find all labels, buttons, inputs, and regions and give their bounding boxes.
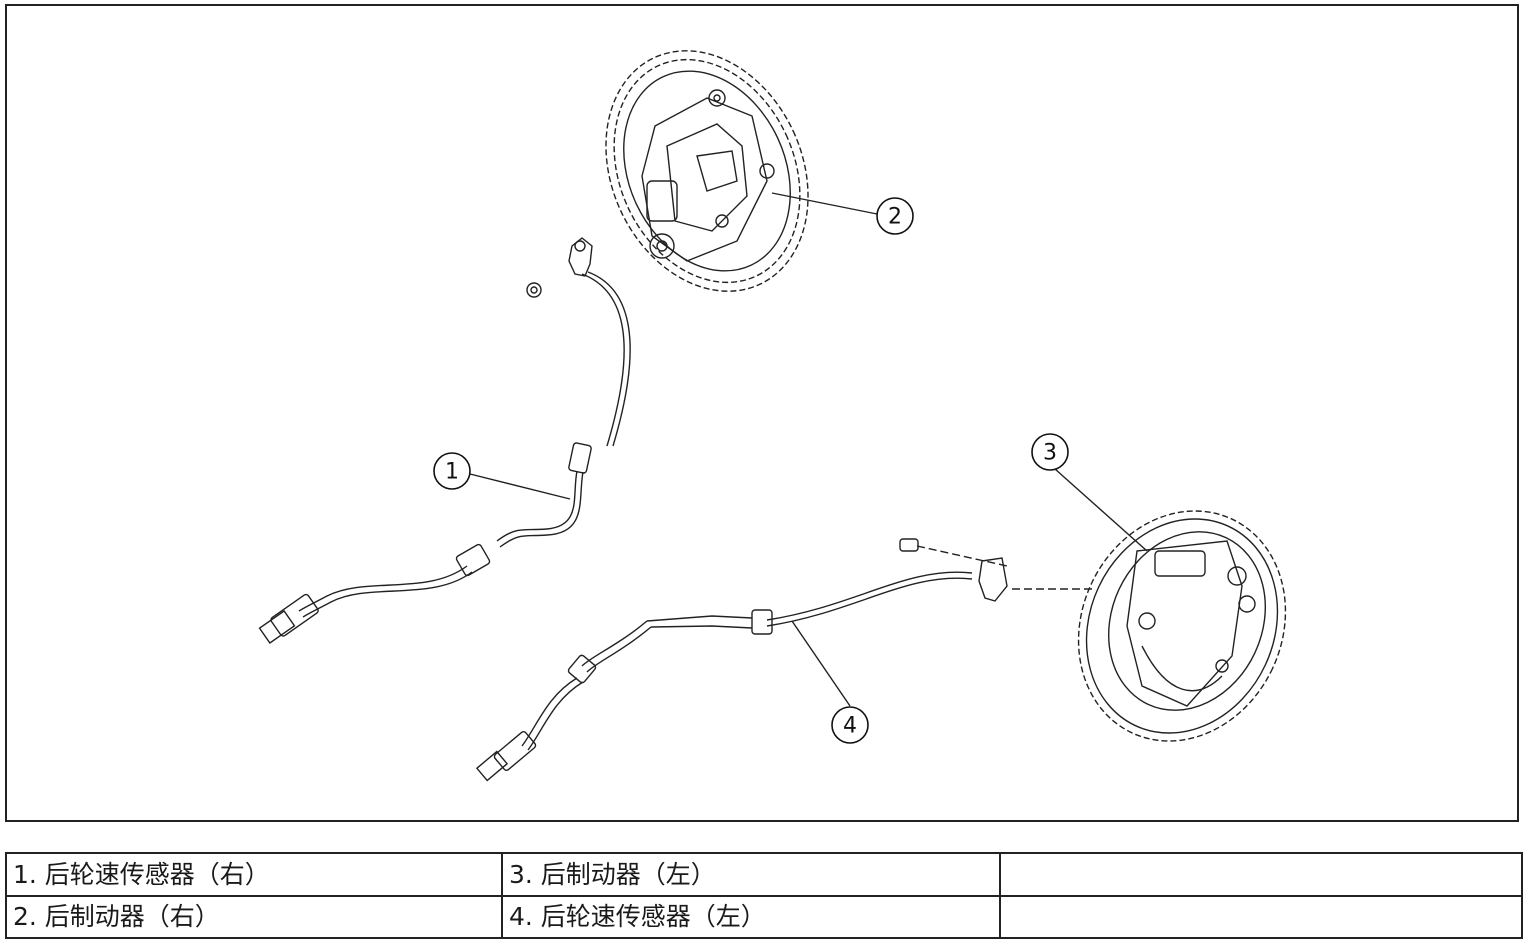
wheel-speed-sensor-right (258, 237, 631, 644)
wheel-speed-sensor-left (475, 538, 1092, 782)
rear-brake-right (605, 50, 809, 292)
callout-2: 2 (876, 197, 914, 235)
callout-1: 1 (433, 452, 471, 490)
legend-row: 1. 后轮速传感器（右） 3. 后制动器（左） (5, 852, 1523, 897)
brake-sensor-diagram: 1 2 3 4 (258, 50, 1287, 782)
legend-cell: 1. 后轮速传感器（右） (5, 852, 503, 897)
legend-cell (999, 852, 1523, 897)
diagram-frame: 1 2 3 4 (5, 4, 1519, 822)
svg-text:4: 4 (843, 714, 857, 739)
legend-cell: 2. 后制动器（右） (5, 894, 503, 939)
leader-lines (469, 192, 1148, 707)
rear-brake-left (1077, 510, 1287, 742)
callout-4: 4 (831, 706, 869, 744)
legend-row: 2. 后制动器（右） 4. 后轮速传感器（左） (5, 894, 1523, 939)
legend-cell: 3. 后制动器（左） (501, 852, 1001, 897)
legend-table: 1. 后轮速传感器（右） 3. 后制动器（左） 2. 后制动器（右） 4. 后轮… (5, 852, 1523, 939)
legend-cell: 4. 后轮速传感器（左） (501, 894, 1001, 939)
callout-3: 3 (1031, 433, 1069, 471)
svg-text:3: 3 (1043, 441, 1057, 466)
legend-cell (999, 894, 1523, 939)
svg-text:2: 2 (888, 205, 902, 230)
svg-text:1: 1 (445, 460, 459, 485)
